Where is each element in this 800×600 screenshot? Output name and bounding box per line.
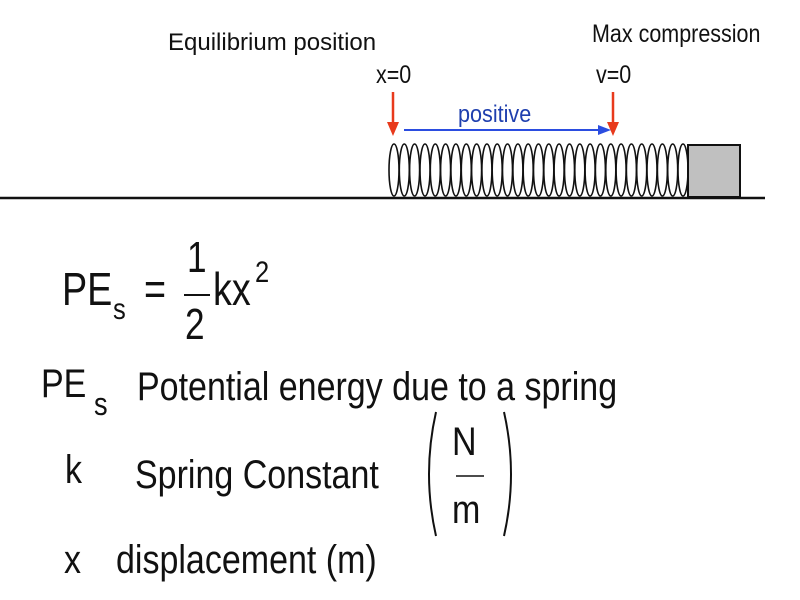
positive-direction-label: positive [458, 101, 532, 128]
spring-coil [470, 143, 483, 197]
spring-coil [501, 143, 514, 197]
spring-coil [553, 143, 565, 197]
max-compression-arrow [607, 92, 619, 136]
spring-coil [677, 143, 689, 197]
spring-coil [481, 143, 493, 197]
formula-denominator: 2 [185, 300, 205, 349]
x-zero-label: x=0 [376, 61, 412, 89]
v-zero-label: v=0 [596, 61, 632, 89]
spring-coil [573, 143, 586, 197]
unit-parentheses [428, 411, 512, 537]
spring-coil [604, 143, 617, 197]
equilibrium-position-label: Equilibrium position [168, 29, 377, 56]
spring-coil [429, 143, 442, 197]
formula-rhs: kx [213, 263, 251, 315]
formula-fraction-bar [184, 294, 210, 296]
spring-diagram [0, 92, 765, 200]
spring-coil [398, 143, 411, 197]
spring-coil [584, 143, 596, 197]
spring-coil [491, 143, 504, 197]
definition-text: Potential energy due to a spring [137, 365, 618, 409]
spring-coil [635, 143, 648, 197]
unit-numerator: N [452, 420, 477, 464]
formula-lhs-subscript: s [113, 293, 126, 326]
spring-coil [542, 143, 555, 197]
spring-coil [419, 143, 431, 197]
definition-symbol: k [65, 448, 82, 492]
definition-symbol-subscript: s [94, 386, 108, 422]
positive-direction-arrow [404, 125, 611, 135]
spring-coil [656, 143, 669, 197]
definition-text: Spring Constant [135, 453, 379, 497]
spring-coils [388, 143, 689, 197]
spring-coil [408, 143, 421, 197]
spring-coil [615, 143, 627, 197]
definition-symbol: x [64, 538, 81, 582]
spring-coil [625, 143, 638, 197]
equilibrium-arrow [387, 92, 399, 136]
formula-exponent: 2 [255, 256, 270, 289]
spring-coil [563, 143, 576, 197]
formula-equals: = [144, 263, 167, 315]
spring-coil [512, 143, 524, 197]
spring-coil [666, 143, 679, 197]
spring-coil [460, 143, 473, 197]
block [687, 144, 741, 198]
spring-coil [388, 143, 400, 197]
formula-lhs: PE [62, 263, 113, 315]
spring-coil [646, 143, 658, 197]
spring-coil [532, 143, 545, 197]
max-compression-label: Max compression [592, 20, 761, 48]
spring-coil [594, 143, 607, 197]
spring-coil [450, 143, 462, 197]
unit-denominator: m [452, 488, 481, 532]
spring-coil [439, 143, 452, 197]
formula-numerator: 1 [187, 233, 207, 282]
definition-symbol: PE [41, 362, 87, 406]
definition-text: displacement (m) [116, 538, 377, 582]
spring-coil [522, 143, 535, 197]
